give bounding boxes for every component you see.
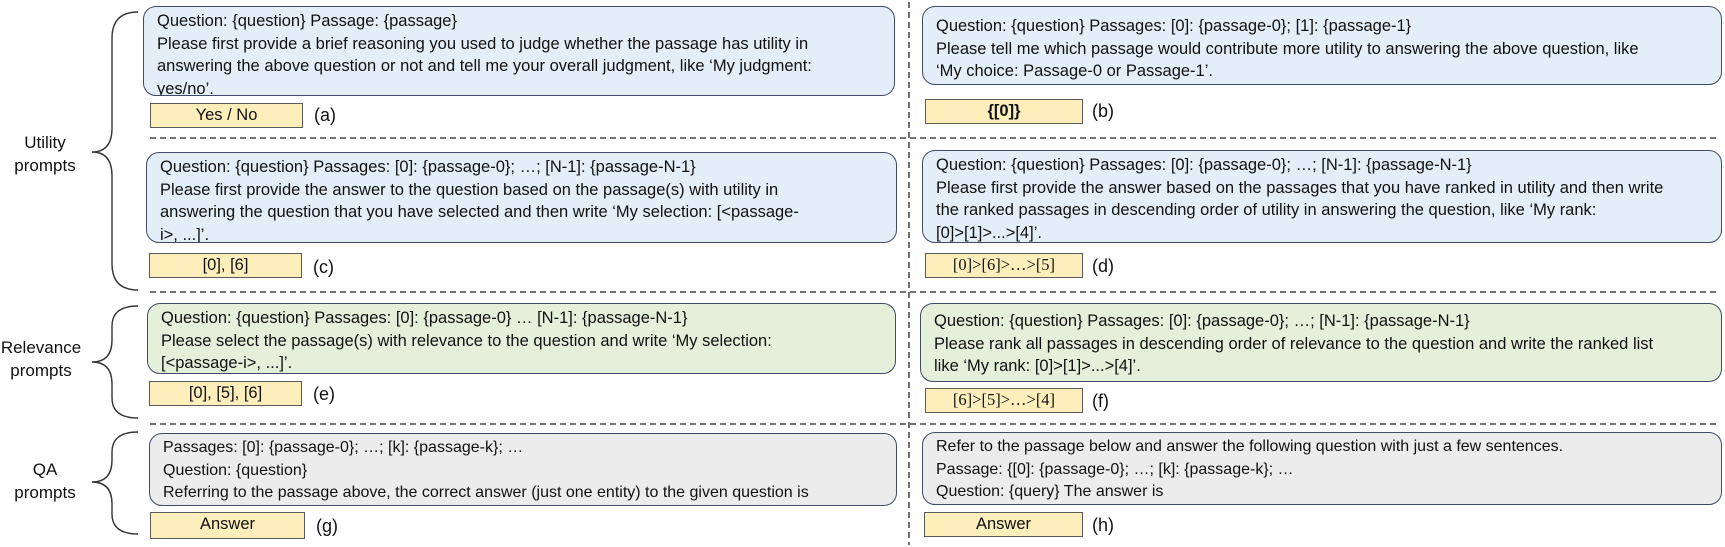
answer-box-b: {[0]} — [925, 99, 1083, 124]
prompt-c-line-2: Please first provide the answer to the q… — [160, 180, 779, 199]
answer-box-e: [0], [5], [6] — [149, 381, 302, 406]
prompt-d-line-3: the ranked passages in descending order … — [936, 201, 1597, 219]
answer-box-c: [0], [6] — [149, 253, 302, 278]
prompt-box-e: Question: {question} Passages: [0]: {pas… — [147, 303, 896, 374]
group-label-utility: Utility prompts — [0, 131, 90, 177]
panel-tag-h: (h) — [1092, 515, 1114, 535]
prompt-c-line-3: answering the question that you have sel… — [160, 203, 799, 221]
prompt-b-line-3: ‘My choice: Passage-0 or Passage-1’. — [936, 62, 1213, 80]
prompt-box-h: Refer to the passage below and answer th… — [922, 432, 1722, 505]
prompt-g-line-1: Passages: [0]: {passage-0}; …; [k]: {pas… — [163, 439, 524, 456]
group-label-qa-line-2: prompts — [14, 483, 76, 502]
answer-box-a: Yes / No — [150, 103, 303, 128]
prompt-d-line-2: Please first provide the answer based on… — [936, 178, 1664, 197]
prompt-box-b: Question: {question} Passages: [0]: {pas… — [922, 6, 1722, 85]
prompt-d-line-4: [0]>[1]>...>[4]’. — [936, 223, 1042, 242]
prompt-a-line-1: Question: {question} Passage: {passage} — [157, 12, 457, 30]
relevance-brace — [91, 305, 139, 419]
prompt-box-f: Question: {question} Passages: [0]: {pas… — [920, 303, 1722, 382]
prompt-g-line-2: Question: {question} — [163, 461, 308, 479]
panel-tag-e: (e) — [313, 384, 335, 404]
panel-tag-g: (g) — [316, 516, 338, 536]
prompt-f-line-2: Please rank all passages in descending o… — [934, 334, 1654, 353]
group-label-qa-line-1: QA — [32, 460, 58, 479]
prompt-h-line-1: Refer to the passage below and answer th… — [936, 438, 1564, 455]
prompt-e-line-3: [<passage-i>, ...]’. — [161, 354, 293, 372]
prompt-box-a: Question: {question} Passage: {passage} … — [143, 6, 895, 96]
panel-tag-c: (c) — [313, 257, 334, 277]
panel-tag-d: (d) — [1092, 256, 1114, 276]
prompt-b-line-2: Please tell me which passage would contr… — [936, 39, 1639, 58]
prompt-b-line-1: Question: {question} Passages: [0]: {pas… — [936, 17, 1412, 35]
prompt-e-line-2: Please select the passage(s) with releva… — [161, 331, 772, 350]
prompt-c-line-1: Question: {question} Passages: [0]: {pas… — [160, 158, 696, 176]
group-label-utility-line-2: prompts — [14, 156, 76, 175]
prompt-c-line-4: i>, ...]’. — [160, 225, 210, 243]
prompt-box-g: Passages: [0]: {passage-0}; …; [k]: {pas… — [149, 433, 897, 506]
answer-box-h: Answer — [924, 512, 1083, 537]
prompt-a-line-2: Please first provide a brief reasoning y… — [157, 34, 809, 53]
panel-tag-a: (a) — [314, 105, 336, 125]
prompt-f-line-3: like ‘My rank: [0]>[1]>...>[4]’. — [934, 357, 1141, 375]
prompt-h-line-2: Passage: {[0]: {passage-0}; …; [k]: {pas… — [936, 460, 1294, 478]
group-label-relevance: Relevance prompts — [0, 336, 86, 382]
prompt-box-c: Question: {question} Passages: [0]: {pas… — [146, 152, 897, 243]
prompt-box-d: Question: {question} Passages: [0]: {pas… — [922, 150, 1722, 243]
answer-box-g: Answer — [150, 512, 305, 539]
group-label-relevance-line-1: Relevance — [0, 338, 82, 357]
panel-tag-b: (b) — [1092, 101, 1114, 121]
prompt-a-line-3: answering the above question or not and … — [157, 57, 812, 75]
answer-box-f: [6]>[5]>…>[4] — [925, 388, 1083, 413]
answer-box-d: [0]>[6]>…>[5] — [925, 253, 1083, 278]
utility-brace — [91, 11, 139, 291]
prompt-h-line-3: Question: {query} The answer is — [936, 483, 1164, 500]
prompt-f-line-1: Question: {question} Passages: [0]: {pas… — [934, 312, 1470, 330]
prompt-a-line-4: yes/no’. — [157, 79, 214, 96]
qa-brace — [91, 431, 139, 535]
prompt-g-line-3: Referring to the passage above, the corr… — [163, 484, 809, 501]
panel-tag-f: (f) — [1092, 391, 1109, 411]
group-label-qa: QA prompts — [0, 458, 90, 504]
prompt-d-line-1: Question: {question} Passages: [0]: {pas… — [936, 156, 1472, 174]
prompt-e-line-1: Question: {question} Passages: [0]: {pas… — [161, 309, 688, 327]
group-label-relevance-line-2: prompts — [10, 361, 72, 380]
group-label-utility-line-1: Utility — [24, 133, 66, 152]
